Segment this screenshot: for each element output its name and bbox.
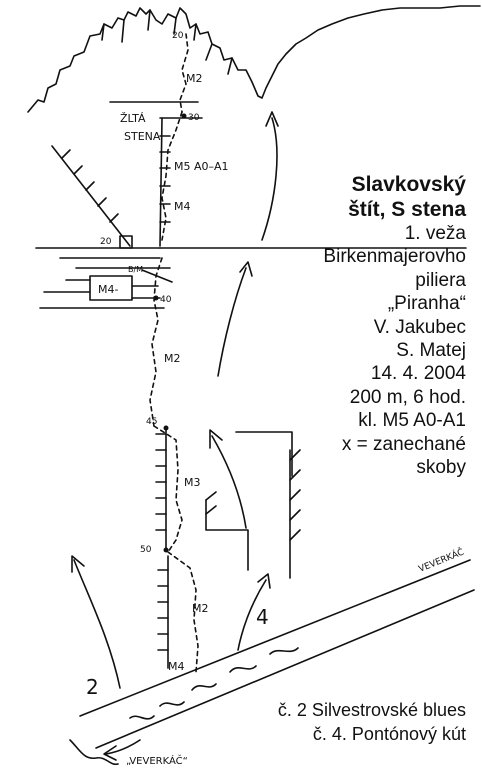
label-zlta-2: STENA xyxy=(124,130,161,143)
arrow-left-head xyxy=(71,555,85,573)
arrow-inner xyxy=(211,435,247,529)
trail-upper-edge xyxy=(79,559,471,717)
trail-arrow xyxy=(105,739,141,755)
info-peak-2: štít, S stena xyxy=(348,198,466,221)
label-len-45: 45 xyxy=(146,417,157,427)
belay-point-40 xyxy=(153,295,159,301)
arrow-route4-head xyxy=(257,573,271,589)
label-grade-m2-low: M2 xyxy=(192,602,209,615)
corner-4-steps xyxy=(205,499,249,571)
label-len-30: 30 xyxy=(188,113,200,123)
label-grade-m4-low: M4 xyxy=(168,660,185,673)
rubble xyxy=(59,257,173,283)
label-len-50: 50 xyxy=(140,545,152,555)
label-len-20-mid: 20 xyxy=(100,237,112,247)
route-line-m3 xyxy=(153,425,183,553)
info-tower: 1. veža xyxy=(404,223,466,244)
route-info: Slavkovský štít, S stena 1. veža Birkenm… xyxy=(266,172,466,479)
label-grade-m5: M5 A0–A1 xyxy=(174,160,229,173)
label-grade-m2-mid: M2 xyxy=(164,352,181,365)
legend-route-4: č. 4. Pontónový kút xyxy=(312,724,466,744)
label-grade-m2-top: M2 xyxy=(186,72,203,85)
corner-m5 xyxy=(159,117,163,247)
belay-point-30 xyxy=(181,113,187,119)
slab-ticks xyxy=(61,149,119,223)
corner-ticks xyxy=(159,135,171,223)
info-grade: kl. M5 A0-A1 xyxy=(358,410,466,432)
arrow-right-main xyxy=(261,117,278,241)
route-number-2: 2 xyxy=(86,675,99,699)
info-author-2: S. Matej xyxy=(396,340,466,362)
info-date: 14. 4. 2004 xyxy=(370,363,466,385)
info-note-2: skoby xyxy=(416,457,466,479)
ridge-inner-lines xyxy=(101,9,233,75)
arrow-inner-head xyxy=(209,429,223,449)
arrow-mid xyxy=(217,267,247,377)
arrow-right-main-head xyxy=(265,111,279,127)
route-line-top xyxy=(179,33,189,113)
slab-edge xyxy=(51,145,131,247)
label-len-40: 40 xyxy=(160,295,172,305)
label-grade-m3: M3 xyxy=(184,476,201,489)
info-length-time: 200 m, 6 hod. xyxy=(349,386,466,408)
trail-end-scribble xyxy=(69,739,119,766)
route-legend: č. 2 Silvestrovské blues č. 4. Pontónový… xyxy=(206,698,466,746)
trail-arrow-head xyxy=(103,745,117,761)
label-len-20-top: 20 xyxy=(172,31,184,41)
block-lines xyxy=(39,279,165,309)
info-route-name: „Piranha“ xyxy=(387,293,466,315)
legend-route-2: č. 2 Silvestrovské blues xyxy=(277,700,466,720)
arrow-route4 xyxy=(237,579,267,651)
route-number-4: 4 xyxy=(256,605,269,629)
trail-lower-edge xyxy=(95,589,475,749)
ridge-skyline xyxy=(27,5,481,113)
route-line-low xyxy=(167,551,199,673)
corner-4-ticks xyxy=(205,449,301,541)
label-grade-m4-upper: M4 xyxy=(174,200,191,213)
trail-rocks xyxy=(129,647,299,720)
label-zlta-1: ŽLTÁ xyxy=(120,112,146,125)
belay-point-50 xyxy=(163,547,169,553)
belay-box-20 xyxy=(119,235,133,249)
arrow-left xyxy=(73,559,121,689)
label-grade-b-m: B/M xyxy=(128,265,143,274)
info-author-1: V. Jakubec xyxy=(373,316,466,338)
info-peak-1: Slavkovský xyxy=(351,173,466,196)
info-pillar-1: Birkenmajerovho xyxy=(323,246,466,268)
info-pillar-2: piliera xyxy=(415,269,466,291)
label-trail-upper: VEVERKÁČ xyxy=(417,546,466,575)
pillar-ticks-lower xyxy=(157,569,169,651)
corner-4-upper xyxy=(235,431,293,477)
info-note-1: x = zanechané xyxy=(341,433,466,455)
arrow-mid-head xyxy=(239,261,253,277)
pillar-ticks-upper xyxy=(155,433,167,531)
belay-point-45 xyxy=(163,425,169,431)
label-grade-m4-box: M4- xyxy=(98,283,118,296)
label-trail-lower: „VEVERKÁČ“ xyxy=(126,754,188,767)
route-line-m5 xyxy=(161,111,183,241)
route-line-mid xyxy=(149,257,163,427)
